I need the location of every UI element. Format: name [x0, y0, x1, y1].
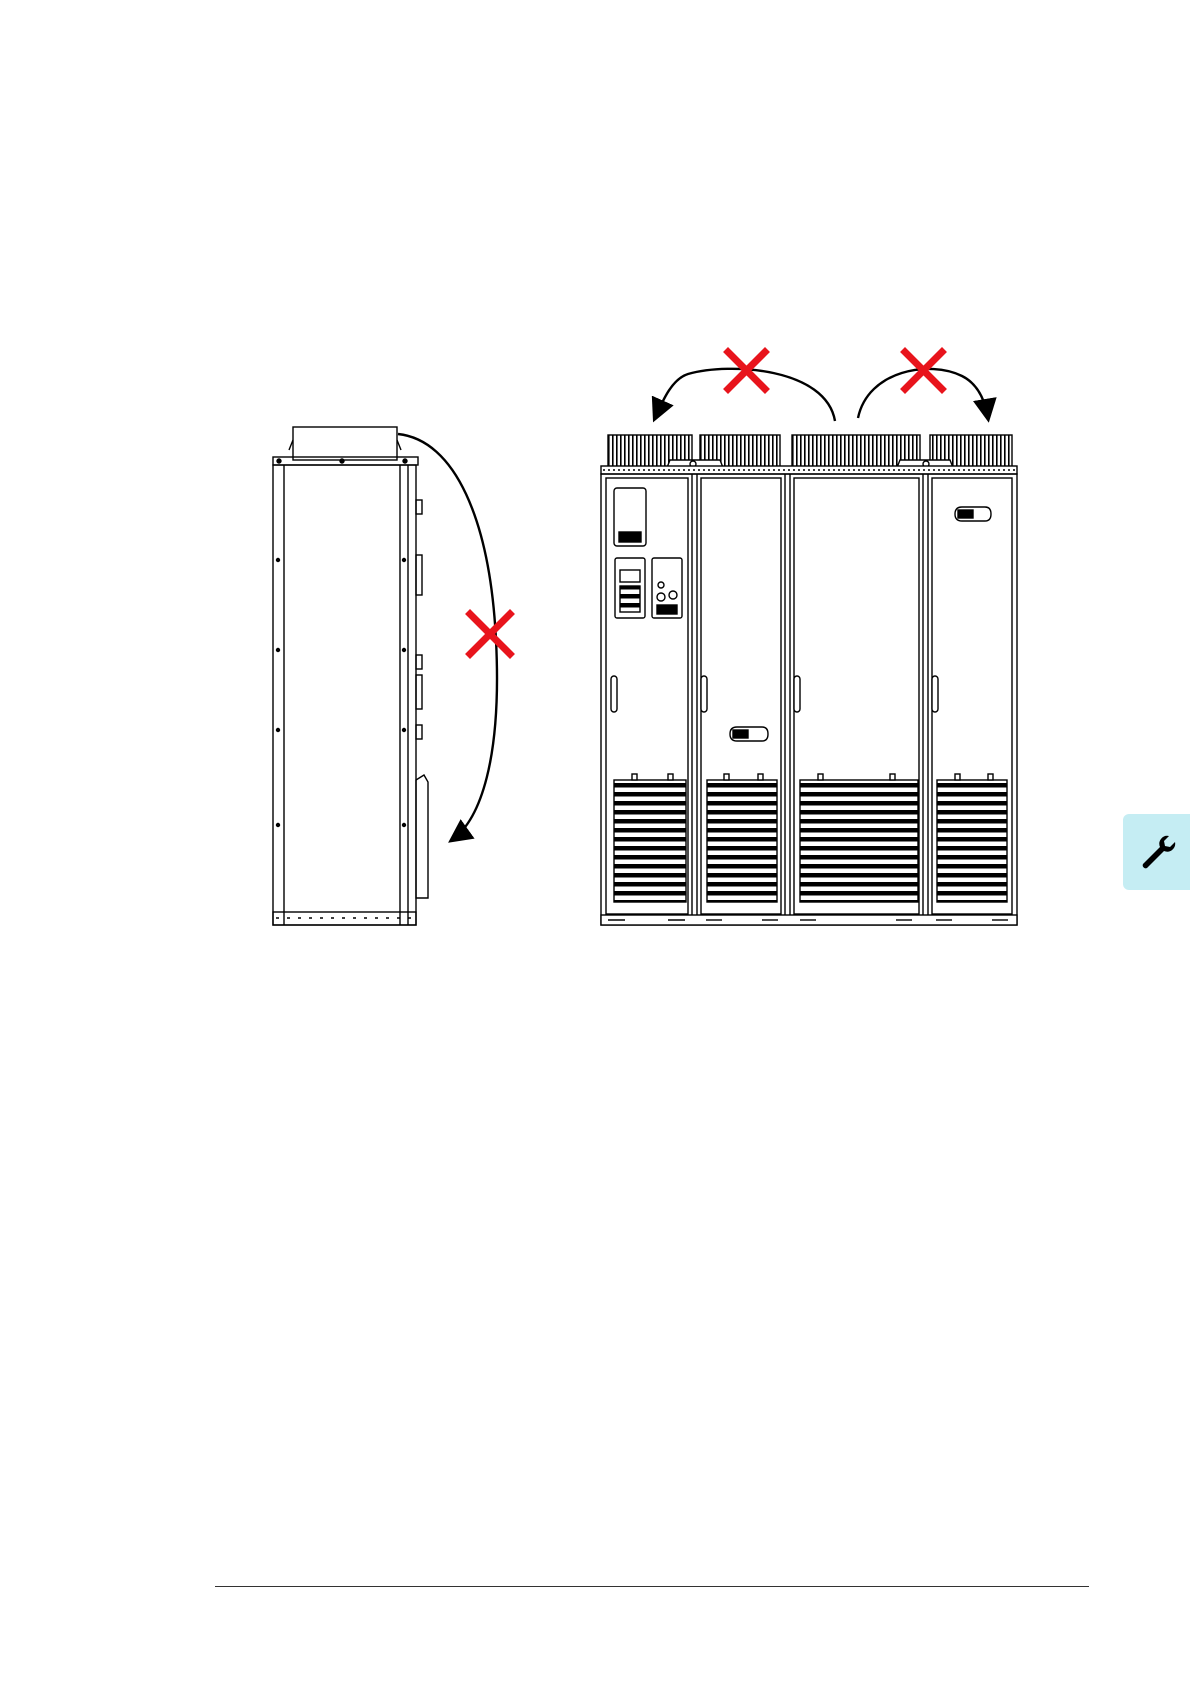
- footer-rule: [215, 1586, 1089, 1587]
- side-view: [273, 427, 428, 925]
- section-tab[interactable]: [1123, 814, 1190, 890]
- front-arrow-right: [858, 369, 988, 418]
- front-view: [601, 435, 1017, 925]
- prohibited-mark-side: [470, 614, 510, 654]
- wrench-icon: [1135, 830, 1179, 874]
